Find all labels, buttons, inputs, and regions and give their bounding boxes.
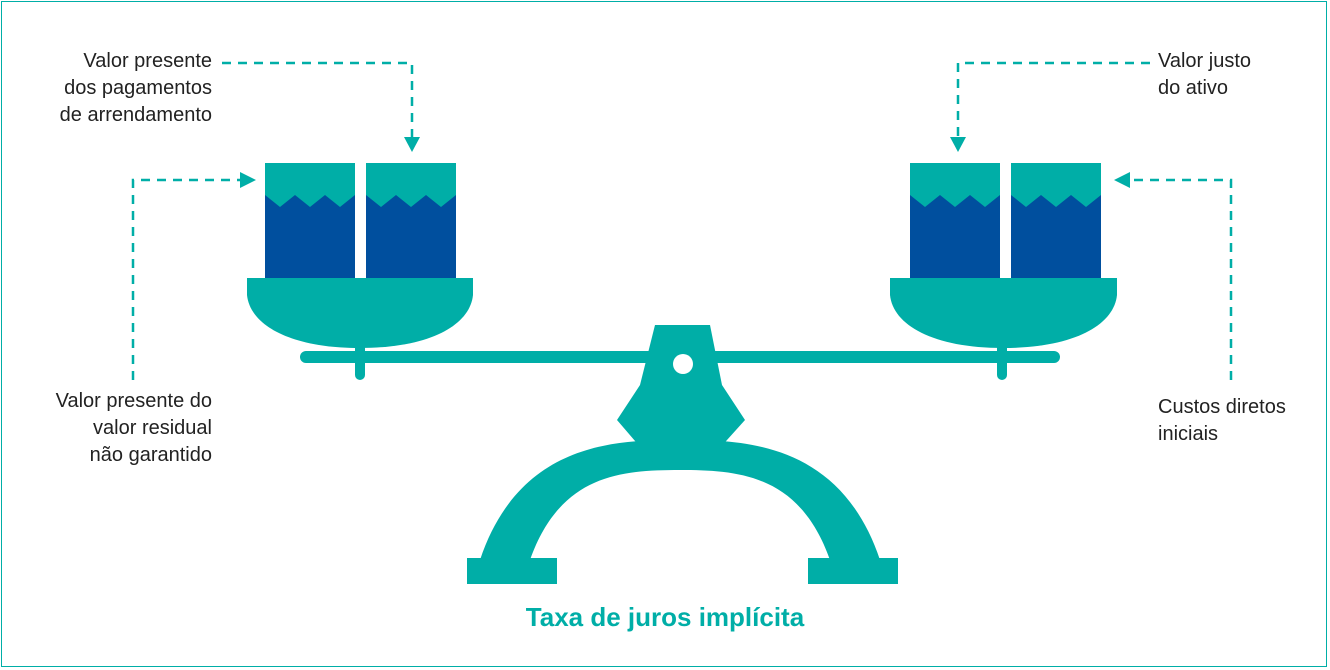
arrowhead-bottom-right (1114, 172, 1130, 188)
arrowhead-bottom-left (240, 172, 256, 188)
arrowhead-top-left (404, 137, 420, 152)
connector-bottom-left (131, 178, 242, 380)
connector-bottom-right (1128, 178, 1233, 380)
beam-hook-right (997, 340, 1007, 380)
scale-base-arch (480, 440, 880, 560)
block-left-2 (366, 163, 456, 278)
scale-pan-left (247, 278, 473, 348)
scale-base-foot-right (808, 558, 898, 584)
connector-top-left (222, 61, 414, 140)
beam-hook-left (355, 340, 365, 380)
scale-base-foot-left (467, 558, 557, 584)
label-initial-direct-costs: Custos diretos iniciais (1158, 396, 1286, 445)
label-fair-value-asset: Valor justo do ativo (1158, 50, 1252, 99)
block-right-2 (1011, 163, 1101, 278)
diagram-caption: Taxa de juros implícita (525, 602, 805, 632)
label-present-value-residual: Valor presente do valor residual não gar… (55, 390, 212, 466)
arrowhead-top-right (950, 137, 966, 152)
pivot-hole (673, 354, 693, 374)
block-left-1 (265, 163, 355, 278)
block-right-1 (910, 163, 1000, 278)
scale-pan-right (890, 278, 1117, 348)
label-present-value-lease-payments: Valor presente dos pagamentos de arrenda… (59, 50, 212, 126)
connector-top-right (956, 61, 1150, 140)
